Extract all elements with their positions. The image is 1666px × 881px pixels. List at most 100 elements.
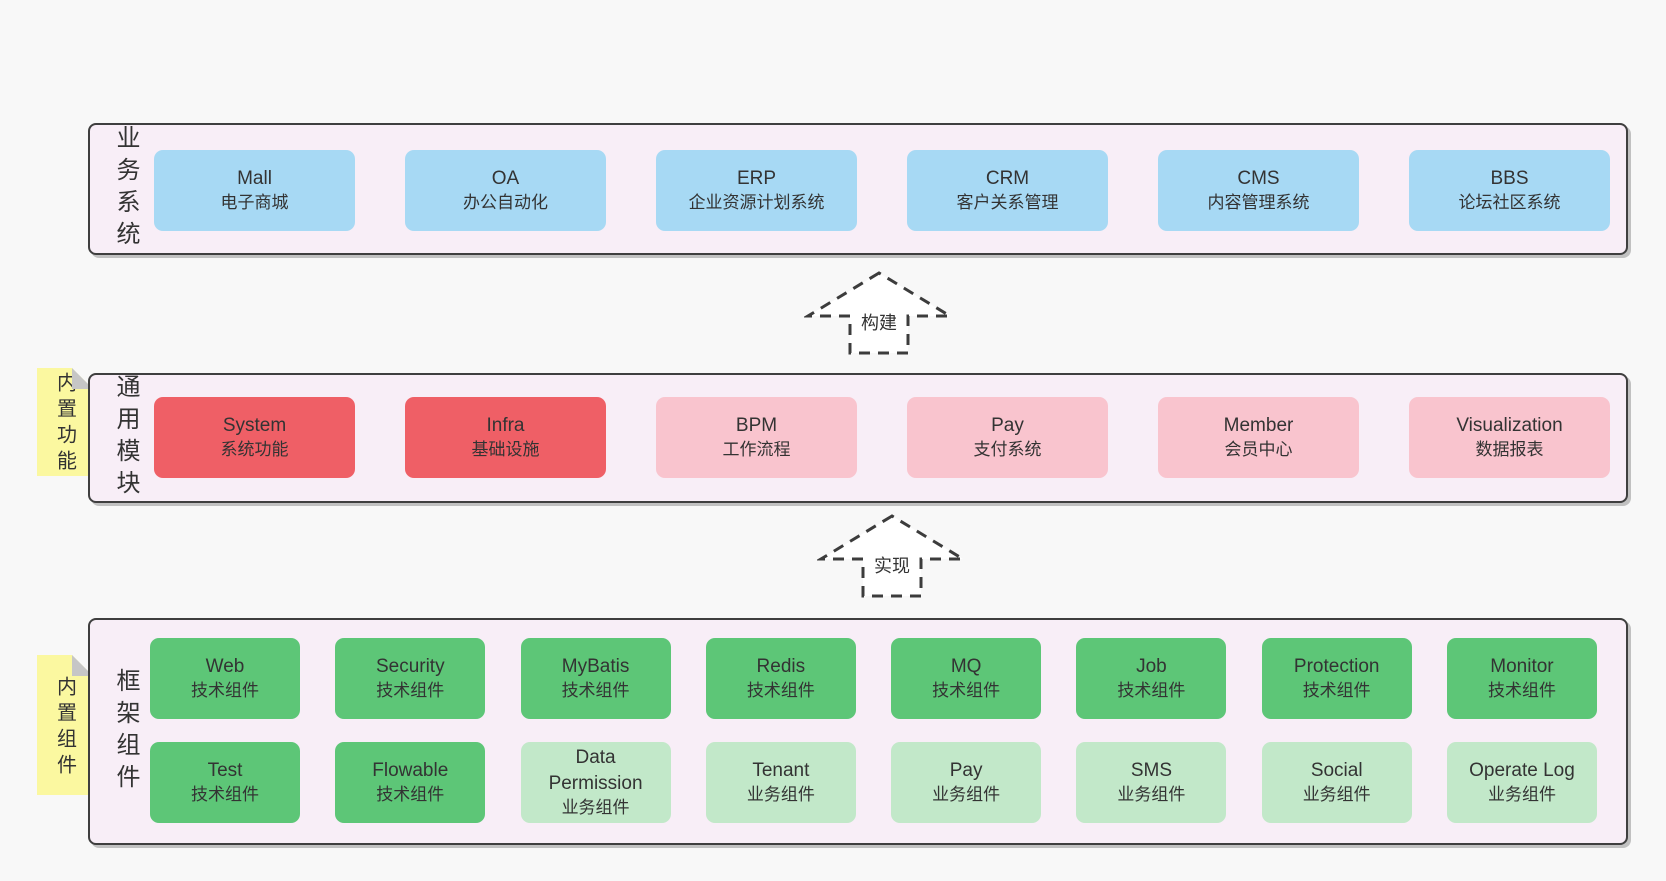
- box-title: Visualization: [1456, 415, 1563, 437]
- box-title: Data Permission: [548, 747, 643, 795]
- box-subtitle: 工作流程: [722, 439, 791, 459]
- box-title: Infra: [486, 415, 525, 437]
- framework-box-sms: SMS 业务组件: [1076, 742, 1227, 823]
- box-subtitle: 论坛社区系统: [1458, 192, 1561, 212]
- box-title: Operate Log: [1469, 760, 1575, 782]
- box-title: CRM: [985, 168, 1030, 190]
- box-title: CMS: [1237, 168, 1280, 190]
- build-arrow-label: 构建: [858, 308, 900, 336]
- framework-box-redis: Redis 技术组件: [705, 638, 856, 719]
- box-title: Protection: [1293, 656, 1380, 678]
- box-title: Web: [205, 656, 245, 678]
- framework-box-mybatis: MyBatis 技术组件: [520, 638, 671, 719]
- module-box-visualization: Visualization 数据报表: [1409, 397, 1610, 478]
- box-title: Tenant: [752, 760, 810, 782]
- box-subtitle: 技术组件: [746, 680, 815, 700]
- sticky-note-builtin-features: 内置功能: [37, 368, 93, 476]
- business-box-erp: ERP 企业资源计划系统: [656, 150, 857, 231]
- framework-box-social: Social 业务组件: [1261, 742, 1412, 823]
- box-title: BPM: [735, 415, 778, 437]
- sticky-note-label: 内置功能: [53, 372, 76, 477]
- box-title: Pay: [949, 760, 983, 782]
- box-subtitle: 业务组件: [746, 784, 815, 804]
- box-title: Mall: [237, 168, 272, 190]
- sticky-note-label: 内置组件: [53, 675, 76, 780]
- box-subtitle: 业务组件: [1487, 784, 1556, 804]
- box-subtitle: 办公自动化: [463, 192, 548, 212]
- box-title: Monitor: [1490, 656, 1554, 678]
- framework-box-monitor: Monitor 技术组件: [1446, 638, 1597, 719]
- box-subtitle: 数据报表: [1475, 439, 1544, 459]
- box-subtitle: 业务组件: [1302, 784, 1371, 804]
- box-subtitle: 系统功能: [220, 439, 289, 459]
- box-title: Pay: [991, 415, 1024, 437]
- box-title: MQ: [950, 656, 982, 678]
- box-title: Security: [375, 656, 445, 678]
- panel-framework-label: 框架组件: [112, 667, 139, 796]
- box-title: SMS: [1130, 760, 1172, 782]
- panel-common-modules: 通用模块 System 系统功能 Infra 基础设施 BPM 工作流程 Pay…: [88, 373, 1628, 503]
- box-title: ERP: [736, 168, 777, 190]
- box-title: Redis: [756, 656, 806, 678]
- panel-business-label: 业务系统: [112, 125, 139, 253]
- implement-arrow: 实现: [815, 513, 969, 599]
- business-box-crm: CRM 客户关系管理: [907, 150, 1108, 231]
- framework-box-tenant: Tenant 业务组件: [705, 742, 856, 823]
- module-box-pay: Pay 支付系统: [907, 397, 1108, 478]
- panel-business-systems: 业务系统 Mall 电子商城 OA 办公自动化 ERP 企业资源计划系统 CRM…: [88, 123, 1628, 255]
- box-title: OA: [491, 168, 520, 190]
- framework-box-web: Web 技术组件: [150, 638, 300, 719]
- framework-box-flowable: Flowable 技术组件: [335, 742, 486, 823]
- box-subtitle: 支付系统: [973, 439, 1042, 459]
- box-title: System: [222, 415, 287, 437]
- sticky-note-builtin-components: 内置组件: [37, 655, 93, 795]
- business-box-mall: Mall 电子商城: [154, 150, 355, 231]
- build-arrow: 构建: [802, 270, 956, 356]
- box-subtitle: 技术组件: [1117, 680, 1186, 700]
- business-box-cms: CMS 内容管理系统: [1158, 150, 1359, 231]
- module-box-bpm: BPM 工作流程: [656, 397, 857, 478]
- box-subtitle: 技术组件: [376, 680, 445, 700]
- box-title: Social: [1310, 760, 1363, 782]
- box-title: MyBatis: [561, 656, 630, 678]
- box-subtitle: 技术组件: [191, 784, 259, 804]
- box-subtitle: 客户关系管理: [956, 192, 1059, 212]
- box-subtitle: 技术组件: [376, 784, 445, 804]
- module-box-infra: Infra 基础设施: [405, 397, 606, 478]
- framework-box-row-1: Web 技术组件 Security 技术组件 MyBatis 技术组件 Redi…: [150, 638, 1597, 719]
- framework-box-data-permission: Data Permission 业务组件: [520, 742, 671, 823]
- box-subtitle: 业务组件: [932, 784, 1001, 804]
- framework-box-operate-log: Operate Log 业务组件: [1446, 742, 1597, 823]
- box-subtitle: 业务组件: [561, 797, 630, 817]
- box-subtitle: 内容管理系统: [1207, 192, 1310, 212]
- module-box-member: Member 会员中心: [1158, 397, 1359, 478]
- box-title: Flowable: [372, 760, 449, 782]
- box-subtitle: 技术组件: [1302, 680, 1371, 700]
- box-subtitle: 技术组件: [561, 680, 630, 700]
- business-box-bbs: BBS 论坛社区系统: [1409, 150, 1610, 231]
- box-title: Member: [1223, 415, 1294, 437]
- box-subtitle: 技术组件: [1487, 680, 1556, 700]
- framework-box-protection: Protection 技术组件: [1261, 638, 1412, 719]
- panel-modules-label: 通用模块: [112, 374, 139, 502]
- panel-framework-components: 框架组件 Web 技术组件 Security 技术组件 MyBatis 技术组件…: [88, 618, 1628, 845]
- framework-box-row-2: Test 技术组件 Flowable 技术组件 Data Permission …: [150, 742, 1597, 823]
- box-subtitle: 业务组件: [1117, 784, 1186, 804]
- framework-box-pay: Pay 业务组件: [891, 742, 1042, 823]
- box-subtitle: 技术组件: [191, 680, 259, 700]
- box-subtitle: 电子商城: [220, 192, 289, 212]
- box-subtitle: 会员中心: [1224, 439, 1293, 459]
- box-subtitle: 企业资源计划系统: [688, 192, 825, 212]
- module-box-system: System 系统功能: [154, 397, 355, 478]
- framework-box-test: Test 技术组件: [150, 742, 300, 823]
- box-title: BBS: [1490, 168, 1529, 190]
- box-title: Test: [207, 760, 243, 782]
- modules-box-row: System 系统功能 Infra 基础设施 BPM 工作流程 Pay 支付系统…: [154, 397, 1610, 478]
- box-subtitle: 技术组件: [932, 680, 1001, 700]
- framework-box-mq: MQ 技术组件: [891, 638, 1042, 719]
- box-title: Job: [1136, 656, 1167, 678]
- business-box-row: Mall 电子商城 OA 办公自动化 ERP 企业资源计划系统 CRM 客户关系…: [154, 150, 1610, 231]
- box-subtitle: 基础设施: [471, 439, 540, 459]
- business-box-oa: OA 办公自动化: [405, 150, 606, 231]
